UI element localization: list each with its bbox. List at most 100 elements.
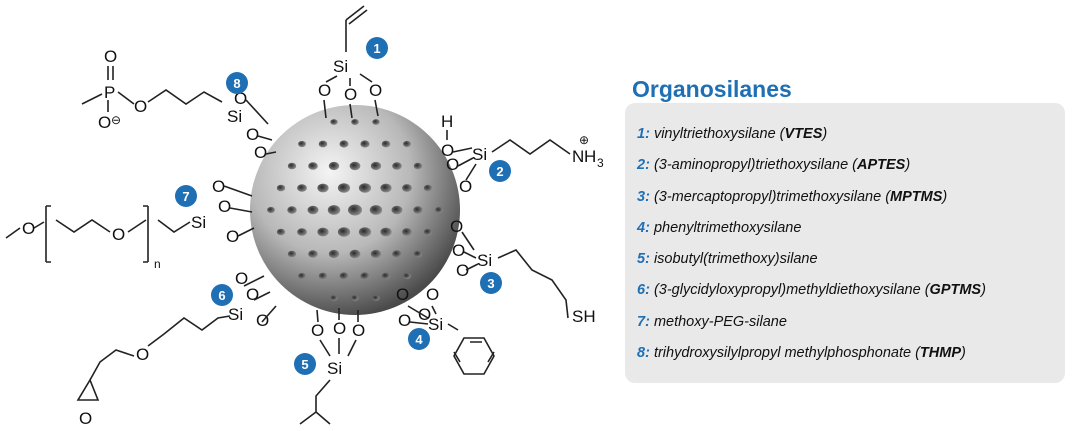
- pore: [360, 140, 370, 148]
- legend-item: 1: vinyltriethoxysilane (VTES): [637, 122, 1067, 153]
- pore: [360, 272, 370, 280]
- pore: [328, 161, 340, 171]
- pore: [330, 295, 338, 301]
- pore: [328, 249, 340, 259]
- legend-item-name: trihydroxysilylpropyl methylphosphonate …: [653, 345, 920, 362]
- o-atom: O: [398, 311, 411, 330]
- badge-5: 5: [294, 353, 316, 375]
- pore: [402, 228, 412, 236]
- legend-item-tail: ): [981, 282, 986, 299]
- legend-item: 4: phenyltrimethoxysilane: [637, 216, 1067, 247]
- si-atom: Si: [227, 107, 242, 126]
- o-atom: O: [226, 227, 239, 246]
- badge-3: 3: [480, 272, 502, 294]
- badge-7: 7: [175, 185, 197, 207]
- o-atom: O: [352, 321, 365, 340]
- pore: [297, 184, 307, 192]
- si-atom: Si: [228, 305, 243, 324]
- pore: [351, 295, 359, 301]
- svg-text:6: 6: [218, 288, 225, 303]
- o-atom: O: [426, 285, 439, 304]
- h-atom: H: [441, 112, 453, 131]
- o-atom: O: [98, 113, 111, 132]
- o-atom: O: [235, 269, 248, 288]
- o-atom: O: [344, 85, 357, 104]
- legend-item-name: (3-glycidyloxypropyl)methyldiethoxysilan…: [653, 282, 930, 299]
- pore: [423, 184, 433, 192]
- pore: [337, 227, 351, 237]
- legend-item-number: 4:: [637, 219, 650, 236]
- o-atom: O: [134, 97, 147, 116]
- o-atom: O: [318, 81, 331, 100]
- o-atom: O: [212, 177, 225, 196]
- pore: [308, 162, 318, 170]
- organosilane-diagram: Si O O O 1 H O O O Si N H 3 ⊕ 2 O O O Si: [5, 5, 604, 428]
- negative-charge: ⊖: [111, 113, 121, 127]
- legend-item-number: 6:: [637, 282, 650, 299]
- h-atom: H: [584, 147, 596, 166]
- pore: [391, 205, 403, 215]
- pore: [276, 228, 286, 236]
- o-atom: O: [79, 409, 92, 428]
- pore: [348, 204, 362, 216]
- si-atom: Si: [333, 57, 348, 76]
- o-atom: O: [459, 177, 472, 196]
- svg-text:8: 8: [233, 76, 240, 91]
- si-atom: Si: [191, 213, 206, 232]
- o-atom: O: [246, 285, 259, 304]
- legend-item-abbreviation: MPTMS: [890, 188, 943, 205]
- pore: [358, 183, 372, 193]
- pore: [370, 249, 382, 259]
- si-atom: Si: [428, 315, 443, 334]
- n-atom: N: [572, 147, 584, 166]
- o-atom: O: [452, 241, 465, 260]
- legend-item: 6: (3-glycidyloxypropyl)methyldiethoxysi…: [637, 278, 1067, 309]
- o-atom: O: [22, 219, 35, 238]
- silane-4-phenyl: O O O O Si 4: [396, 285, 495, 375]
- o-atom: O: [104, 47, 117, 66]
- sh-group: SH: [572, 307, 596, 326]
- si-atom: Si: [472, 145, 487, 164]
- p-atom: P: [104, 83, 115, 102]
- pore: [330, 119, 338, 125]
- o-atom: O: [333, 319, 346, 338]
- pore: [317, 227, 329, 237]
- pore: [381, 140, 391, 148]
- legend-panel: [625, 103, 1065, 383]
- legend-item-tail: ): [822, 126, 828, 142]
- si-atom: Si: [327, 359, 342, 378]
- badge-1: 1: [366, 37, 388, 59]
- pore: [402, 184, 412, 192]
- pore: [413, 250, 423, 258]
- legend-item-abbreviation: THMP: [919, 345, 961, 362]
- pore: [337, 183, 351, 193]
- pore: [372, 295, 380, 301]
- legend-item-number: 3:: [637, 188, 650, 205]
- pore: [349, 249, 361, 259]
- silane-1-vtes: Si O O O 1: [318, 5, 388, 119]
- legend-item-name: methoxy-PEG-silane: [653, 313, 787, 330]
- positive-charge: ⊕: [579, 133, 589, 147]
- silane-6-gptms: O O O Si O O 6: [76, 269, 277, 428]
- pore: [287, 162, 297, 170]
- pore: [287, 250, 297, 258]
- pore: [380, 183, 392, 193]
- legend-item-abbreviation: GPTMS: [929, 282, 982, 299]
- silane-7-mpeg: O O O Si n O O 7: [5, 177, 255, 271]
- svg-text:5: 5: [301, 357, 308, 372]
- pore: [413, 162, 423, 170]
- svg-text:1: 1: [373, 41, 380, 56]
- legend-list: 1: vinyltriethoxysilane (VTES)2: (3-amin…: [637, 122, 1067, 372]
- legend-item: 3: (3-mercaptopropyl)trimethoxysilane (M…: [637, 185, 1067, 216]
- pore: [276, 184, 286, 192]
- legend-item-name: (3-aminopropyl)triethoxysilane (: [653, 157, 858, 174]
- pore: [369, 205, 383, 215]
- svg-text:2: 2: [496, 164, 503, 179]
- legend-item-number: 5:: [637, 251, 650, 268]
- o-atom: O: [311, 321, 324, 340]
- pore: [308, 250, 318, 258]
- surface-pores: [267, 119, 443, 301]
- legend-item-tail: ): [961, 345, 966, 362]
- mesoporous-silica-nanoparticle: [250, 105, 460, 315]
- legend-item: 8: trihydroxysilylpropyl methylphosphona…: [637, 341, 1067, 372]
